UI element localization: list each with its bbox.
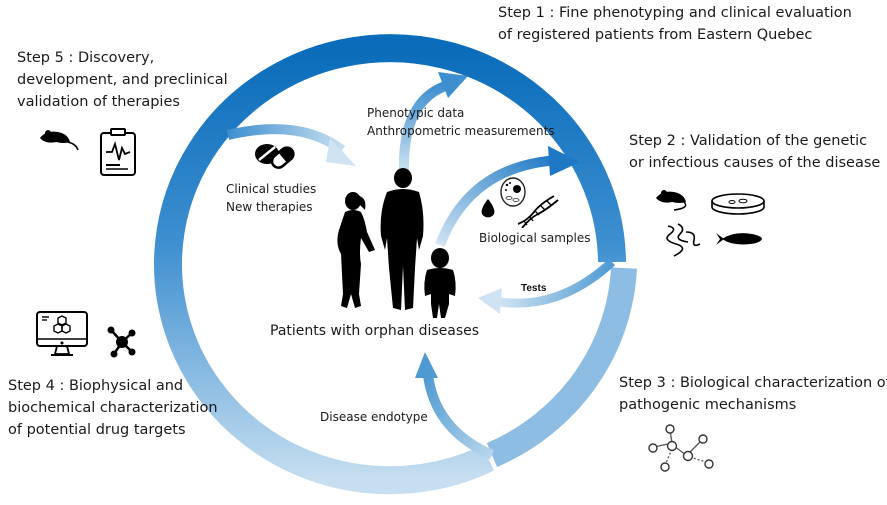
step-4-line-3: of potential drug targets	[8, 422, 186, 438]
mouse-icon	[40, 130, 79, 151]
step-2-line-2: or infectious causes of the disease	[629, 155, 881, 171]
arrow-clinical-studies-head	[326, 138, 356, 166]
clinical-studies-label: Clinical studies New therapies	[226, 180, 316, 216]
step-3-line-2: pathogenic mechanisms	[619, 397, 797, 413]
tests-label: Tests	[521, 283, 547, 294]
molecule-icon	[107, 326, 136, 358]
step-3-text: Step 3 : Biological characterization of …	[619, 372, 887, 416]
step-4-line-2: biochemical characterization	[8, 400, 218, 416]
arrow-endotype-head	[415, 352, 438, 378]
step-1-line-2: of registered patients from Eastern Queb…	[498, 27, 813, 43]
step-3-line-1: Step 3 : Biological characterization of	[619, 375, 887, 391]
phenotypic-data-line: Phenotypic data	[367, 106, 465, 120]
petri-dish-icon	[711, 193, 765, 215]
worms-icon	[666, 223, 701, 257]
step-1-line-1: Step 1 : Fine phenotyping and clinical e…	[498, 5, 852, 21]
arrow-endotype	[423, 374, 495, 460]
mouse-icon	[656, 190, 687, 211]
family-silhouette-icon	[337, 168, 456, 318]
step-5-text: Step 5 : Discovery, development, and pre…	[17, 47, 228, 113]
step-5-line-3: validation of therapies	[17, 94, 180, 110]
main-cycle-ring	[154, 34, 626, 495]
ring-lower-right-segment	[486, 267, 637, 467]
woman-silhouette-icon	[337, 192, 375, 308]
clinical-studies-line: Clinical studies	[226, 182, 317, 196]
step-5-line-2: development, and preclinical	[17, 72, 228, 88]
phenotypic-label: Phenotypic data Anthropometric measureme…	[367, 104, 555, 140]
child-silhouette-icon	[424, 248, 456, 318]
step-5-line-1: Step 5 : Discovery,	[17, 50, 155, 66]
step-4-text: Step 4 : Biophysical and biochemical cha…	[8, 375, 218, 441]
network-graph-icon	[648, 424, 714, 472]
blood-drop-icon	[481, 199, 495, 218]
clipboard-ecg-icon	[100, 128, 136, 176]
pills-icon	[255, 144, 295, 169]
step-2-text: Step 2 : Validation of the genetic or in…	[629, 130, 880, 174]
step-4-line-1: Step 4 : Biophysical and	[8, 378, 184, 394]
man-silhouette-icon	[380, 168, 424, 310]
patients-label: Patients with orphan diseases	[270, 323, 480, 339]
computer-molecule-icon	[36, 311, 88, 356]
biological-samples-label: Biological samples	[479, 231, 591, 245]
arrow-tests-head	[478, 288, 502, 314]
disease-endotype-label: Disease endotype	[320, 410, 428, 424]
step-2-line-1: Step 2 : Validation of the genetic	[629, 133, 868, 149]
arrow-phenotypic-head	[438, 72, 468, 98]
dna-icon	[517, 195, 559, 228]
arrow-biological-samples-head	[548, 146, 580, 176]
new-therapies-line: New therapies	[226, 200, 313, 214]
arrow-biological-samples	[435, 155, 561, 247]
arrow-tests	[499, 258, 616, 308]
arrow-phenotypic	[398, 80, 450, 173]
cell-icon	[500, 177, 526, 207]
step-1-text: Step 1 : Fine phenotyping and clinical e…	[498, 2, 852, 46]
zebrafish-icon	[716, 233, 762, 245]
anthropometric-line: Anthropometric measurements	[367, 124, 555, 138]
